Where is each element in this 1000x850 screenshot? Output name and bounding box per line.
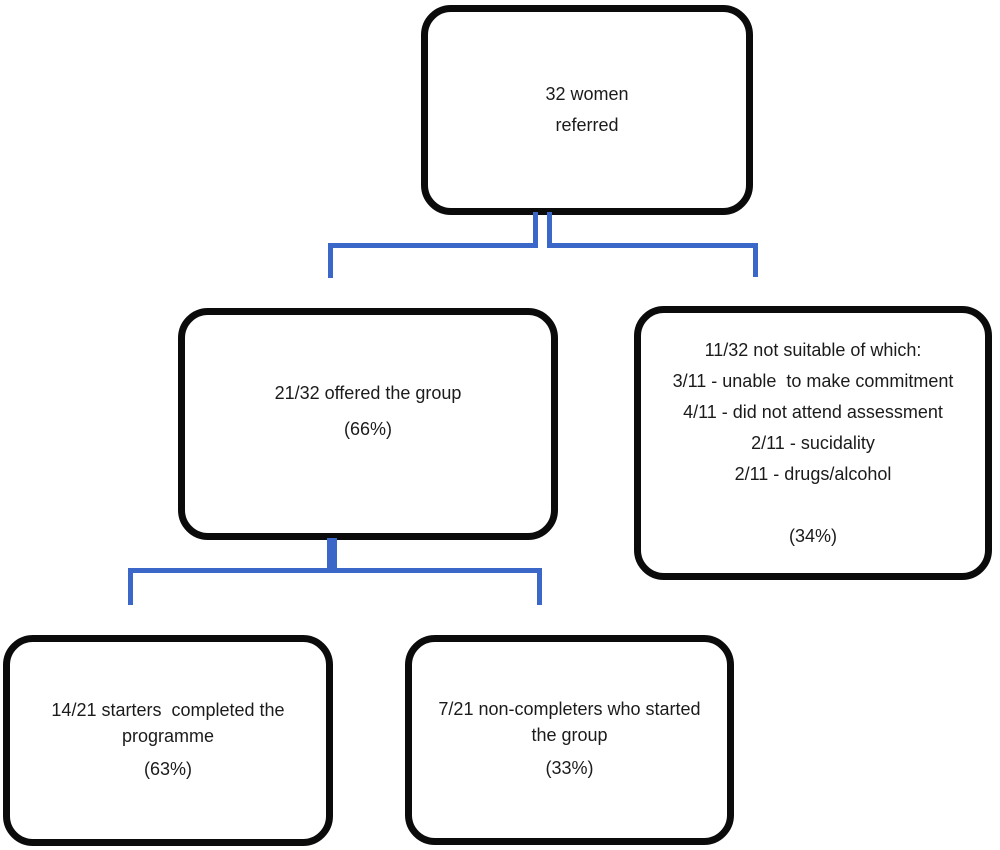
node-completed-text-2: programme (121, 725, 215, 746)
node-completed: 14/21 starters completed the programme (… (3, 635, 333, 846)
node-not-suitable-item-1: 3/11 - unable to make commitment (672, 370, 954, 391)
connector-mid-hbar (128, 568, 542, 573)
node-referred: 32 women referred (421, 5, 753, 215)
node-non-completers-text-1: 7/21 non-completers who started (438, 699, 701, 719)
node-not-suitable-item-4: 2/11 - drugs/alcohol (734, 463, 892, 484)
node-offered-text: 21/32 offered the group (274, 382, 462, 403)
node-not-suitable-spacer (641, 490, 985, 521)
node-not-suitable: 11/32 not suitable of which: 3/11 - unab… (634, 306, 992, 580)
connector-top-left-drop (328, 243, 333, 278)
connector-mid-stem (327, 538, 337, 573)
node-not-suitable-item-3: 2/11 - sucidality (751, 432, 875, 453)
node-not-suitable-item-2: 4/11 - did not attend assessment (683, 401, 943, 422)
connector-top-left-hbar (328, 243, 538, 248)
node-non-completers-text-2: the group (531, 725, 608, 745)
node-not-suitable-percent: (34%) (788, 525, 837, 546)
node-referred-line-2: referred (555, 115, 619, 135)
node-completed-text-1: 14/21 starters completed the (51, 699, 285, 720)
connector-top-right-hbar (547, 243, 758, 248)
node-completed-percent: (63%) (143, 758, 192, 779)
connector-top-left-stem (533, 212, 538, 248)
connector-top-right-drop (753, 243, 758, 277)
node-offered-group: 21/32 offered the group (66%) (178, 308, 558, 540)
node-offered-percent: (66%) (343, 418, 392, 439)
node-non-completers: 7/21 non-completers who started the grou… (405, 635, 734, 845)
node-not-suitable-header: 11/32 not suitable of which: (704, 339, 922, 360)
node-non-completers-percent: (33%) (545, 758, 594, 778)
connector-top-right-stem (547, 212, 552, 248)
connector-mid-left-drop (128, 568, 133, 605)
connector-mid-right-drop (537, 568, 542, 605)
node-referred-line-1: 32 women (545, 84, 629, 104)
